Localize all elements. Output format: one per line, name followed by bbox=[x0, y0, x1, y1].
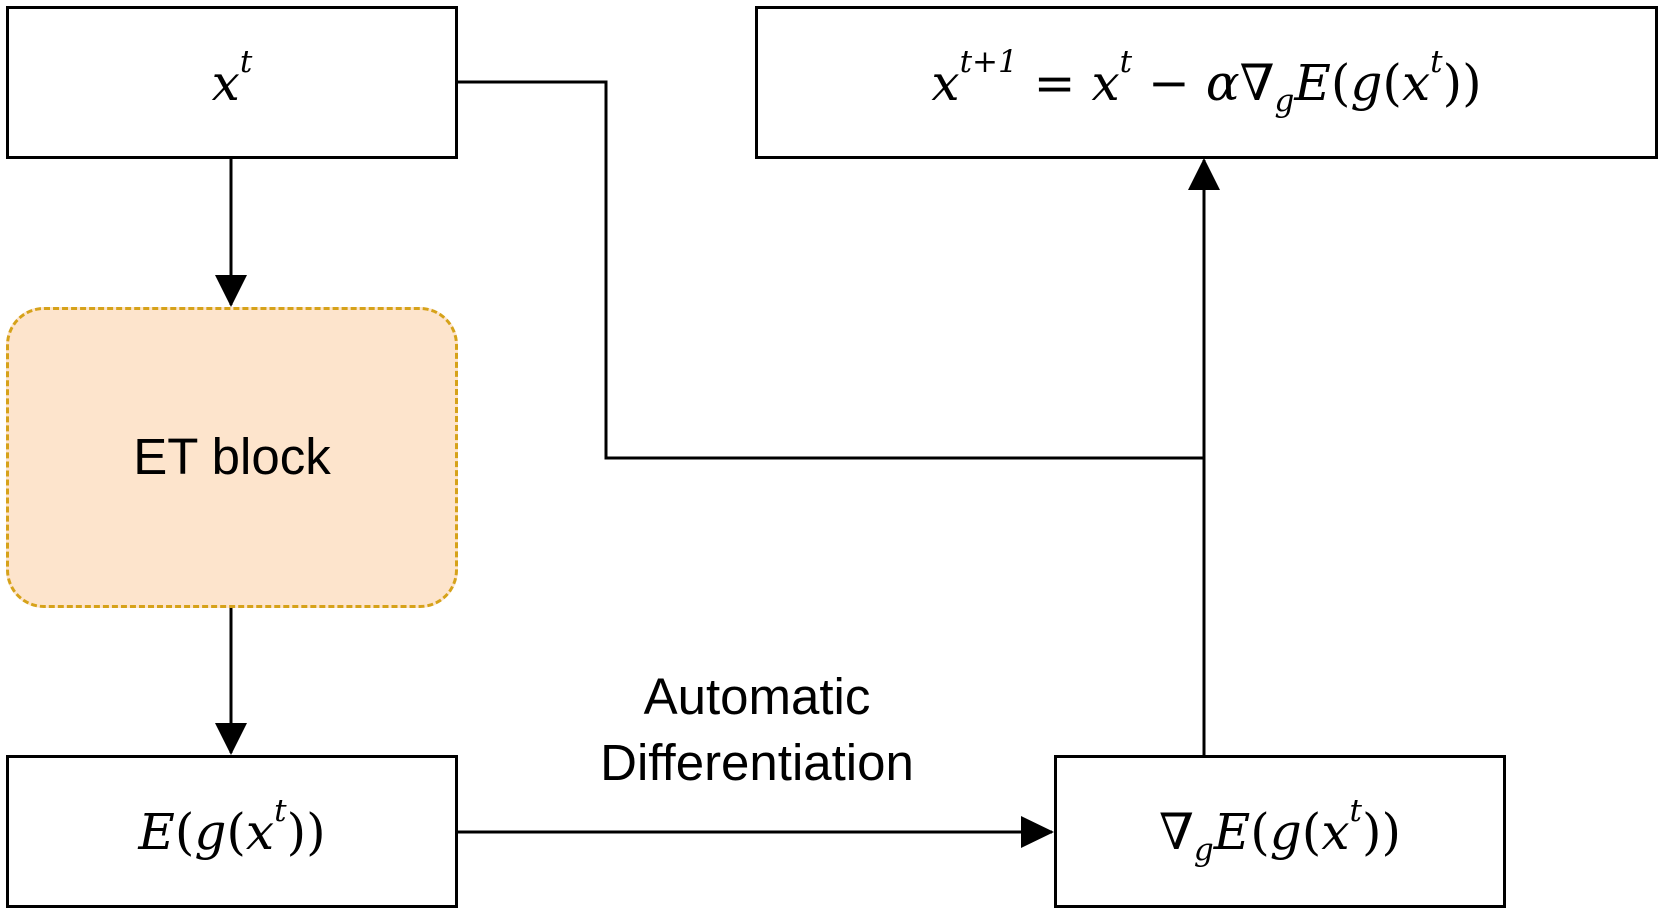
update-lhs: x bbox=[931, 53, 960, 112]
update-eq: = bbox=[1033, 53, 1076, 112]
update-x: x bbox=[1091, 53, 1120, 112]
energy-open1: ( bbox=[174, 802, 195, 861]
node-gradient: ∇gE(g(xt)) bbox=[1054, 755, 1506, 908]
grad-open1: ( bbox=[1250, 802, 1270, 861]
update-inner-sup: t bbox=[1430, 43, 1443, 80]
energy-open2: ( bbox=[226, 802, 246, 861]
autodiff-line1: Automatic bbox=[643, 668, 871, 725]
node-xt: xt bbox=[6, 6, 458, 159]
energy-close: )) bbox=[286, 802, 326, 861]
energy-g: g bbox=[194, 802, 227, 861]
energy-label: E(g(xt)) bbox=[138, 795, 325, 856]
et-block-label: ET block bbox=[133, 428, 331, 486]
update-minus: − bbox=[1148, 53, 1190, 112]
arrowhead-et-block bbox=[215, 275, 247, 307]
energy-E: E bbox=[138, 802, 175, 861]
gradient-label: ∇gE(g(xt)) bbox=[1159, 795, 1401, 865]
update-nabla: ∇ bbox=[1239, 53, 1275, 112]
grad-close: )) bbox=[1361, 802, 1401, 861]
grad-E: E bbox=[1213, 802, 1251, 861]
grad-g: g bbox=[1269, 802, 1302, 861]
grad-x: x bbox=[1321, 802, 1350, 861]
grad-open2: ( bbox=[1301, 802, 1322, 861]
autodiff-line2: Differentiation bbox=[600, 734, 914, 792]
grad-nabla: ∇ bbox=[1158, 802, 1194, 861]
arrowhead-grad bbox=[1021, 816, 1054, 848]
update-E: E bbox=[1294, 53, 1331, 112]
update-inner-x: x bbox=[1401, 53, 1431, 112]
node-et-block: ET block bbox=[6, 307, 458, 608]
xt-base: x bbox=[211, 53, 240, 112]
edge-label-autodiff: Automatic Differentiation bbox=[560, 664, 954, 797]
grad-sup: t bbox=[1349, 792, 1362, 829]
update-close: )) bbox=[1442, 53, 1482, 112]
node-energy: E(g(xt)) bbox=[6, 755, 458, 908]
arrowhead-energy bbox=[215, 723, 247, 755]
energy-sup: t bbox=[274, 792, 287, 829]
energy-x: x bbox=[245, 802, 275, 861]
update-alpha: α bbox=[1205, 53, 1240, 112]
update-open1: ( bbox=[1330, 53, 1351, 112]
grad-sub: g bbox=[1193, 831, 1214, 868]
update-open2: ( bbox=[1382, 53, 1402, 112]
update-nabla-sub: g bbox=[1274, 82, 1295, 119]
xt-sup: t bbox=[239, 43, 253, 80]
update-rule-label: xt+1 = xt − α∇gE(g(xt)) bbox=[931, 46, 1481, 116]
skip-connection-xt bbox=[457, 80, 1204, 460]
update-x-sup: t bbox=[1119, 43, 1133, 80]
update-lhs-sup: t+1 bbox=[959, 43, 1018, 80]
node-xt-label: xt bbox=[212, 46, 253, 107]
node-update-rule: xt+1 = xt − α∇gE(g(xt)) bbox=[755, 6, 1658, 159]
update-g: g bbox=[1350, 53, 1383, 112]
arrowhead-update bbox=[1188, 158, 1220, 190]
